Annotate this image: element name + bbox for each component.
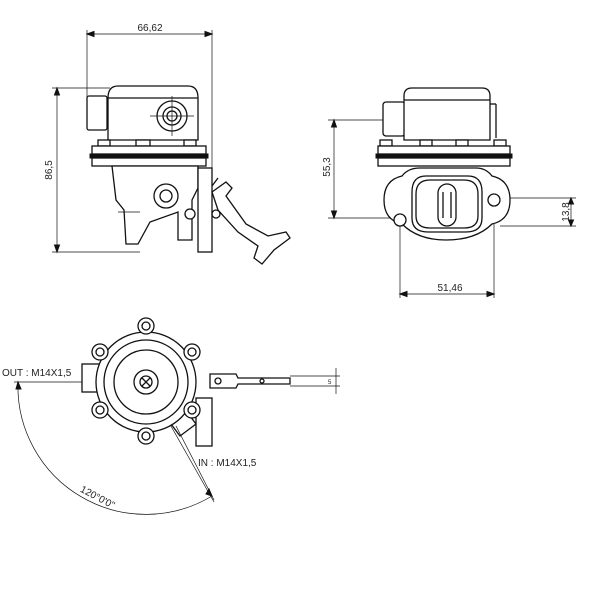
side-inlet-boss bbox=[86, 95, 108, 131]
hole-spacing-dimension: 51,46 bbox=[398, 202, 496, 298]
front-height-dimension: 55,3 bbox=[322, 118, 400, 220]
side-actuating-lever bbox=[211, 181, 291, 265]
front-upper-body bbox=[403, 87, 491, 141]
flange-offset-dimension: 13,8 bbox=[500, 196, 576, 228]
side-lower-body bbox=[111, 165, 199, 245]
outlet-port-label: OUT : M14X1,5 bbox=[2, 368, 72, 379]
lever-thickness-mark: 5 bbox=[328, 380, 332, 386]
front-mount-hole-left bbox=[393, 213, 407, 227]
top-view: 120°0'0" OUT : M14X1,5 IN : M14X1,5 5 bbox=[2, 317, 340, 515]
side-width-label: 66,62 bbox=[137, 23, 162, 34]
top-bolt-heads bbox=[91, 317, 201, 445]
side-view: 66,62 86,5 bbox=[44, 23, 291, 265]
hole-spacing-label: 51,46 bbox=[437, 283, 462, 294]
front-inlet-boss bbox=[382, 101, 406, 137]
side-bolt-head bbox=[135, 139, 151, 147]
side-height-dimension: 86,5 bbox=[44, 86, 140, 254]
side-lower-port bbox=[153, 183, 179, 209]
front-height-label: 55,3 bbox=[322, 157, 333, 177]
front-view: 55,3 13,8 51,46 bbox=[322, 87, 576, 298]
side-flange-bottom bbox=[91, 157, 207, 167]
side-flange-top bbox=[91, 145, 207, 155]
side-lever-pivot bbox=[184, 208, 196, 220]
front-push-rod-slot bbox=[437, 183, 457, 227]
front-mount-hole-right bbox=[487, 193, 501, 207]
inlet-port-label: IN : M14X1,5 bbox=[198, 458, 257, 469]
flange-offset-label: 13,8 bbox=[561, 202, 572, 222]
top-lever-arm: 5 bbox=[209, 368, 340, 394]
side-bolt-head bbox=[183, 139, 197, 147]
side-height-label: 86,5 bbox=[44, 160, 55, 180]
side-bolt-head bbox=[97, 139, 111, 147]
port-angle-label: 120°0'0" bbox=[78, 484, 116, 511]
side-mount-flange bbox=[197, 167, 213, 253]
